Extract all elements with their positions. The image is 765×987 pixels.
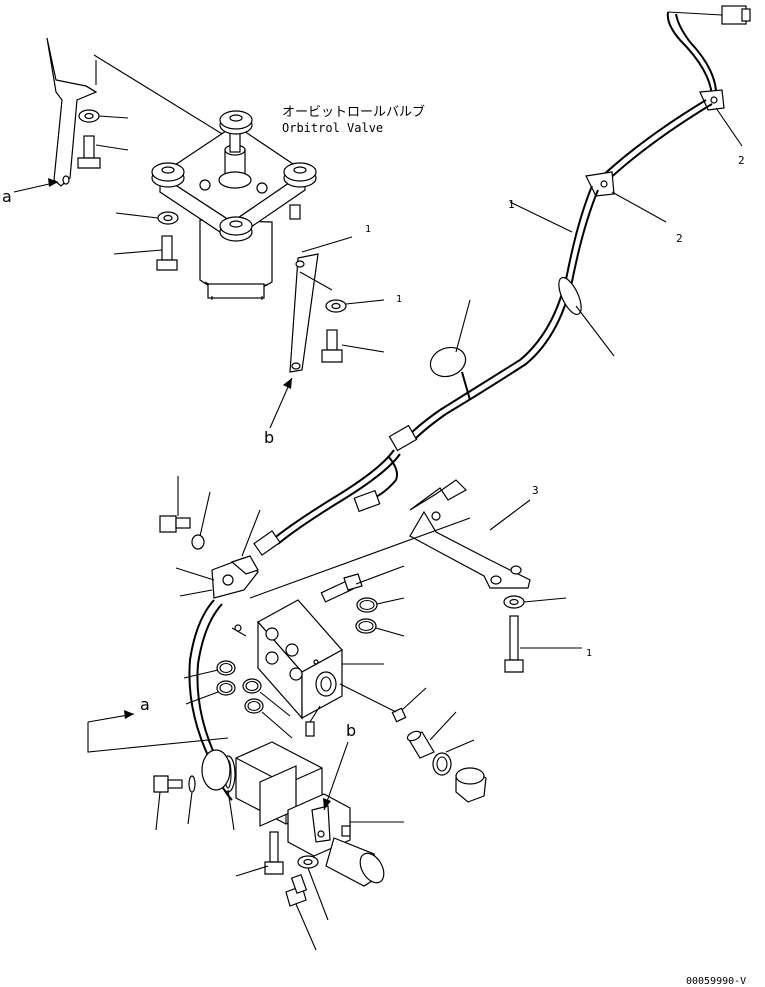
title-japanese: オービットロールバルブ [282, 104, 425, 120]
o-ring-2 [355, 618, 405, 637]
tie-band-right [558, 276, 615, 357]
plug-large [455, 767, 487, 803]
bolt-4 [504, 615, 582, 673]
callout-3: 3 [532, 484, 539, 497]
washer-4 [503, 595, 567, 609]
bracket-3 [409, 479, 531, 589]
manifold-block [231, 599, 384, 720]
callout-1-harness: 1 [508, 198, 515, 211]
spring-washer [187, 775, 196, 825]
plug-pin [339, 683, 427, 723]
callout-1-right: 1 [586, 648, 592, 659]
callout-b-top: b [264, 428, 274, 447]
callout-2-upper: 2 [738, 154, 745, 167]
clip-middle [585, 171, 667, 223]
bolt-1 [77, 135, 129, 169]
bolt-5 [159, 476, 191, 533]
washer-5 [191, 491, 211, 550]
bolt-8 [235, 831, 284, 877]
o-ring-3 [432, 739, 475, 776]
diode [253, 530, 281, 556]
callout-1-bracket: 1 [365, 224, 371, 235]
washer-3 [325, 299, 385, 313]
washer-6 [297, 855, 329, 921]
bracket-b [311, 805, 331, 843]
callout-2-middle: 2 [676, 232, 683, 245]
callout-1b: 1 [396, 294, 402, 305]
callout-a-bottom: a [140, 695, 150, 714]
o-ring-7 [244, 698, 264, 714]
washer-2 [115, 211, 179, 225]
bolt-6 [320, 565, 405, 603]
o-ring-1 [356, 597, 405, 613]
callout-b-bottom: b [346, 721, 356, 740]
o-ring-5 [185, 680, 236, 705]
pipe-fitting [406, 711, 457, 759]
valve-bracket [289, 236, 353, 373]
callout-a-top: a [2, 187, 12, 206]
o-ring-6 [242, 678, 262, 694]
mount-top [219, 110, 253, 135]
clamp [175, 509, 261, 599]
coil-ring [201, 749, 236, 831]
connector-small [353, 489, 381, 513]
drawing-number: 00059990-V [686, 976, 746, 987]
mount-right [283, 162, 317, 188]
bolt-7 [153, 775, 183, 831]
clip-upper [699, 89, 743, 147]
plug-small [305, 705, 321, 737]
o-ring-4 [183, 660, 236, 679]
tie-band-left [429, 299, 471, 401]
washer-1 [78, 109, 129, 123]
connector-middle [388, 424, 418, 452]
bolt-3 [321, 329, 385, 363]
connector-top [667, 5, 751, 25]
top-left-bracket [46, 37, 98, 187]
solenoid-assembly [235, 741, 404, 887]
mount-bottom [219, 216, 253, 242]
mount-left [151, 162, 185, 188]
bolt-9 [285, 874, 317, 951]
title-english: Orbitrol Valve [282, 121, 383, 135]
bolt-2 [113, 235, 178, 271]
orbitrol-valve [151, 110, 317, 300]
